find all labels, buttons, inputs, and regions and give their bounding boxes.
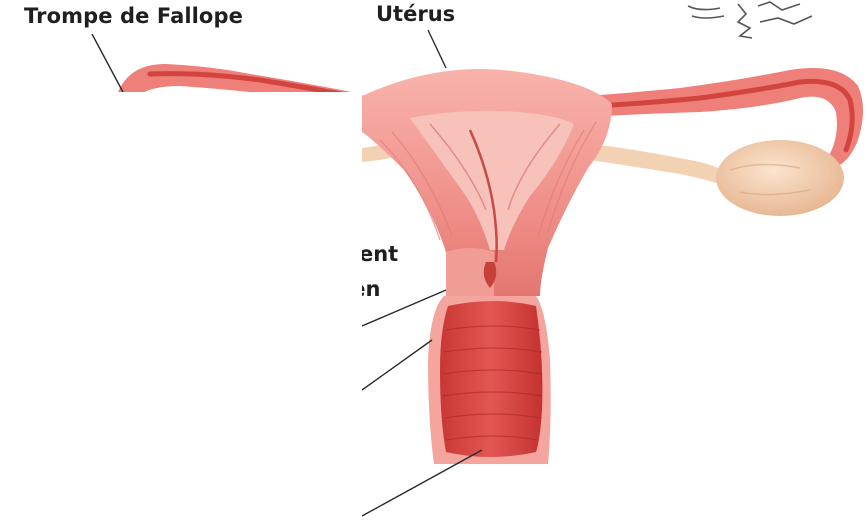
fallopian-tube-label: Trompe de Fallope xyxy=(24,6,243,27)
uterus-leader-line xyxy=(428,30,446,68)
right-ovary xyxy=(716,140,844,216)
vagina-leader-line xyxy=(362,450,482,516)
ligament-label-line2: ien xyxy=(362,279,380,300)
tube-leader-line xyxy=(92,34,124,94)
ovarian-ligament xyxy=(590,144,722,184)
ligament-label-line1: nent xyxy=(362,244,398,265)
vagina-wall-leader-line xyxy=(362,340,432,390)
sketch-fragment xyxy=(688,2,812,38)
vaginal-canal xyxy=(440,301,542,457)
uterus-label: Utérus xyxy=(376,4,455,25)
occluding-panel xyxy=(0,92,362,522)
ligament-label-clip: nent ien xyxy=(362,238,442,310)
